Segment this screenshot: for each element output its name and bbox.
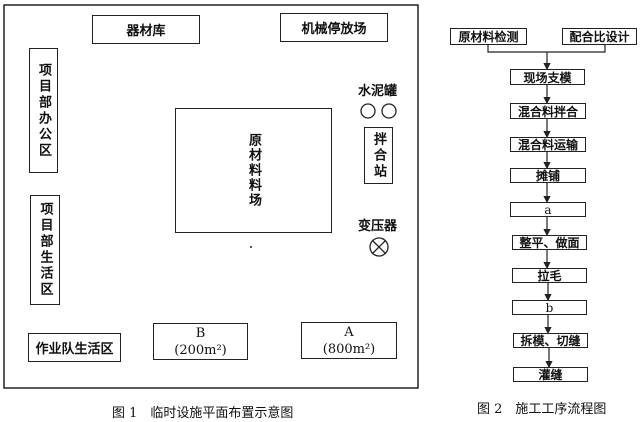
transformer-label: 变压器 xyxy=(358,219,398,234)
flow-input-raw-material-test: 原材料检测 xyxy=(450,28,527,45)
cement-tank-icon xyxy=(381,103,397,119)
flow-step: 拉毛 xyxy=(512,268,587,283)
team-living-area: 作业队生活区 xyxy=(28,333,121,362)
figure1-caption: 图 1 临时设施平面布置示意图 xyxy=(112,406,294,421)
machinery-parking: 机械停放场 xyxy=(280,13,388,42)
area-b: B (200m²) xyxy=(153,323,248,360)
project-living-area: 项目部生活区 xyxy=(30,195,60,305)
area-b-size: (200m²) xyxy=(174,342,227,358)
flow-connectors xyxy=(487,45,606,369)
flow-input-mix-design: 配合比设计 xyxy=(562,28,637,45)
equipment-store: 器材库 xyxy=(92,15,200,44)
area-a-size: (800m²) xyxy=(322,341,376,357)
raw-material-yard: 原材料料场 xyxy=(175,108,332,233)
flow-step: 拆模、切缝 xyxy=(513,333,588,348)
cement-tank-icon xyxy=(360,103,376,119)
site-boundary xyxy=(3,4,419,389)
cement-tank-label: 水泥罐 xyxy=(358,84,398,99)
flow-step-a: a xyxy=(510,202,586,217)
flow-step: 现场支模 xyxy=(510,69,585,85)
mixing-station: 拌合站 xyxy=(364,127,393,184)
flow-step: 混合料拌合 xyxy=(510,103,586,119)
flow-step: 整平、做面 xyxy=(512,235,587,250)
area-a-label: A xyxy=(344,324,354,340)
flow-step-b: b xyxy=(512,300,587,315)
figure2-caption: 图 2 施工工序流程图 xyxy=(477,402,607,417)
flow-step: 摊铺 xyxy=(510,168,586,183)
flow-step: 混合料运输 xyxy=(510,137,586,152)
transformer-icon xyxy=(369,237,389,257)
flow-step: 灌缝 xyxy=(513,367,588,382)
area-b-label: B xyxy=(195,325,206,341)
project-office: 项目部办公区 xyxy=(29,48,58,173)
area-a: A (800m²) xyxy=(301,322,397,359)
